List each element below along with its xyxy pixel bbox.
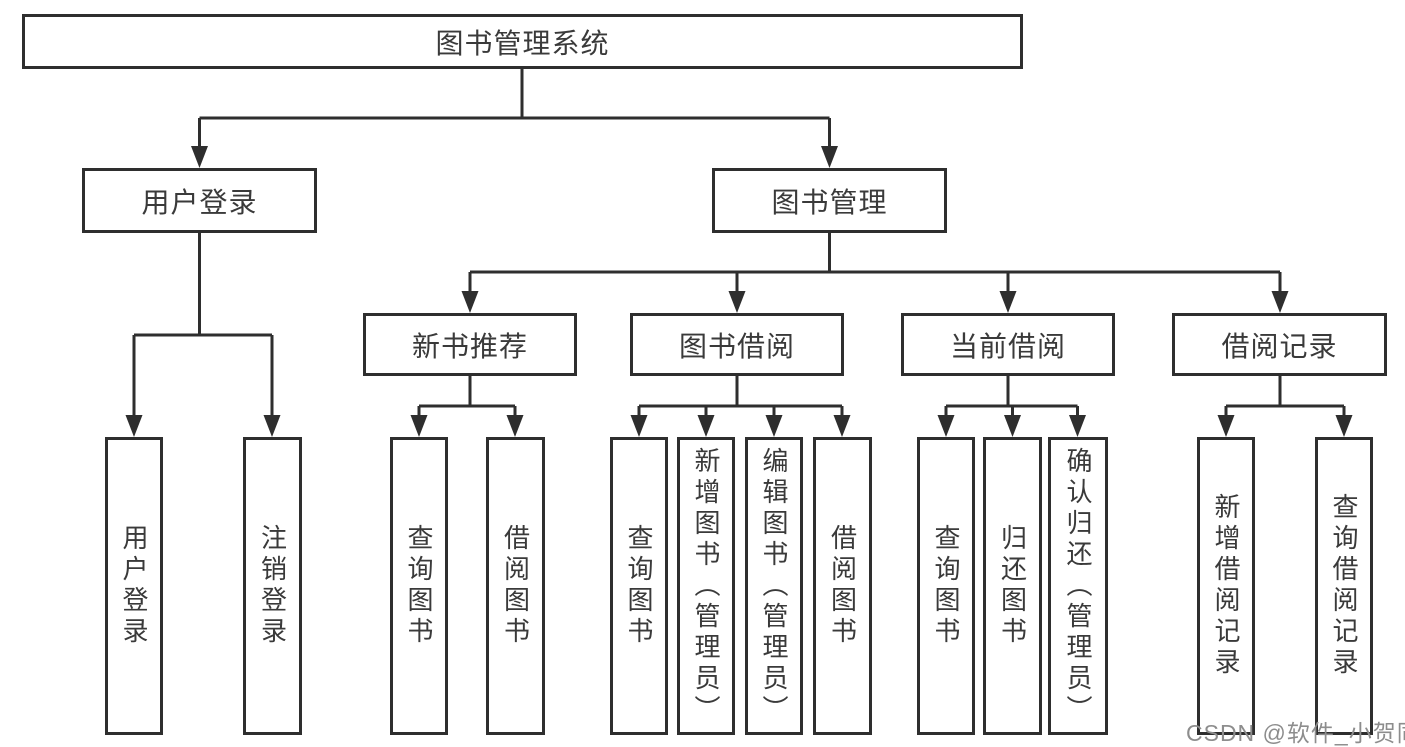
watermark: CSDN @软件_小贺同学	[1186, 720, 1405, 746]
connector-current-borrowing	[944, 376, 1079, 416]
leaf-current-query-books: 查询图书	[917, 437, 975, 735]
node-label: 图书管理	[771, 186, 888, 218]
node-label: 查询图书	[624, 524, 654, 648]
node-label: 图书管理系统	[435, 27, 610, 59]
node-label: 查询图书	[404, 524, 434, 648]
connector-book-borrowing	[637, 376, 844, 416]
node-label: 确认归还（管理员）	[1063, 446, 1093, 726]
connector-new-book-recommendation	[417, 376, 517, 416]
leaf-recommend-query-books: 查询图书	[390, 437, 448, 735]
leaf-current-confirm-return-admin: 确认归还（管理员）	[1048, 437, 1108, 735]
node-label: 新书推荐	[411, 330, 528, 362]
node-label: 图书借阅	[678, 330, 795, 362]
node-label: 新增图书（管理员）	[691, 446, 721, 726]
node-label: 借阅图书	[500, 524, 531, 648]
node-borrowing-records: 借阅记录	[1172, 313, 1387, 376]
node-label: 用户登录	[119, 524, 149, 648]
leaf-recommend-borrow-books: 借阅图书	[486, 437, 545, 735]
leaf-borrowing-borrow-books: 借阅图书	[813, 437, 872, 735]
connector-root	[198, 68, 831, 147]
leaf-borrowing-add-books-admin: 新增图书（管理员）	[677, 437, 735, 735]
node-current-borrowing: 当前借阅	[901, 313, 1115, 376]
leaf-borrowing-query-books: 查询图书	[610, 437, 668, 735]
node-label: 注销登录	[257, 524, 288, 648]
node-book-borrowing: 图书借阅	[630, 313, 844, 376]
leaf-records-query-borrow-record: 查询借阅记录	[1315, 437, 1373, 735]
arrowhead-icons	[125, 146, 1353, 437]
node-label: 借阅记录	[1221, 330, 1338, 362]
node-book-management: 图书管理	[712, 168, 947, 233]
node-label: 借阅图书	[827, 524, 858, 648]
leaf-current-return-books: 归还图书	[983, 437, 1042, 735]
leaf-borrowing-edit-books-admin: 编辑图书（管理员）	[745, 437, 803, 735]
node-label: 当前借阅	[949, 330, 1066, 362]
node-label: 查询图书	[931, 524, 961, 648]
node-label: 用户登录	[141, 186, 258, 218]
node-library-management-system: 图书管理系统	[22, 14, 1023, 69]
node-label: 归还图书	[997, 524, 1028, 648]
connector-user-login	[132, 233, 274, 416]
node-label: 查询借阅记录	[1329, 493, 1359, 679]
leaf-user-login: 用户登录	[105, 437, 163, 735]
node-user-login: 用户登录	[82, 168, 317, 233]
leaf-records-add-borrow-record: 新增借阅记录	[1197, 437, 1255, 735]
node-new-book-recommendation: 新书推荐	[363, 313, 577, 376]
connector-borrowing-records	[1224, 376, 1346, 416]
node-label: 新增借阅记录	[1211, 493, 1241, 679]
connector-book-management	[468, 233, 1282, 292]
node-label: 编辑图书（管理员）	[759, 446, 789, 726]
leaf-logout-login: 注销登录	[243, 437, 302, 735]
